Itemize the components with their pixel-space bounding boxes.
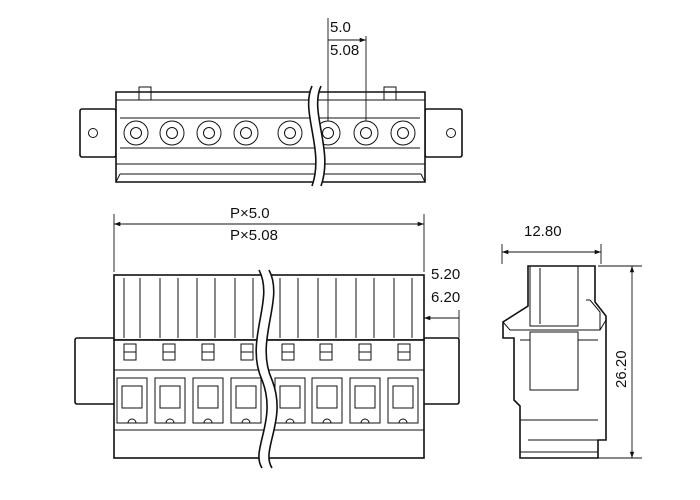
side-top-block bbox=[529, 265, 579, 327]
top-pitch-label-a: 5.0 bbox=[330, 19, 351, 36]
top-left-mount-hole bbox=[88, 128, 98, 138]
top-right-flange bbox=[424, 108, 463, 158]
top-right-mount-hole bbox=[446, 128, 456, 138]
top-latch-right bbox=[383, 86, 397, 101]
front-right-flange bbox=[420, 337, 460, 405]
side-view: 12.80 26.20 bbox=[501, 223, 642, 459]
front-length-label-a: P×5.0 bbox=[230, 205, 270, 222]
side-height-label: 26.20 bbox=[613, 350, 630, 388]
side-inner-window bbox=[529, 331, 579, 391]
front-view: P×5.0 P×5.08 bbox=[74, 205, 460, 470]
front-left-flange bbox=[74, 337, 116, 405]
front-wire-openings bbox=[116, 377, 419, 424]
side-body-outline bbox=[502, 265, 607, 459]
top-pitch-label-b: 5.08 bbox=[330, 42, 359, 59]
front-latch-windows bbox=[123, 343, 411, 361]
top-view: 5.0 5.08 bbox=[79, 18, 463, 188]
front-offset-label-a: 5.20 bbox=[431, 266, 460, 283]
top-body bbox=[115, 91, 426, 183]
front-length-label-b: P×5.08 bbox=[230, 227, 278, 244]
top-screw-holes bbox=[123, 120, 416, 146]
side-width-label: 12.80 bbox=[524, 223, 562, 240]
front-offset-label-b: 6.20 bbox=[431, 289, 460, 306]
top-latch-left bbox=[138, 86, 152, 101]
